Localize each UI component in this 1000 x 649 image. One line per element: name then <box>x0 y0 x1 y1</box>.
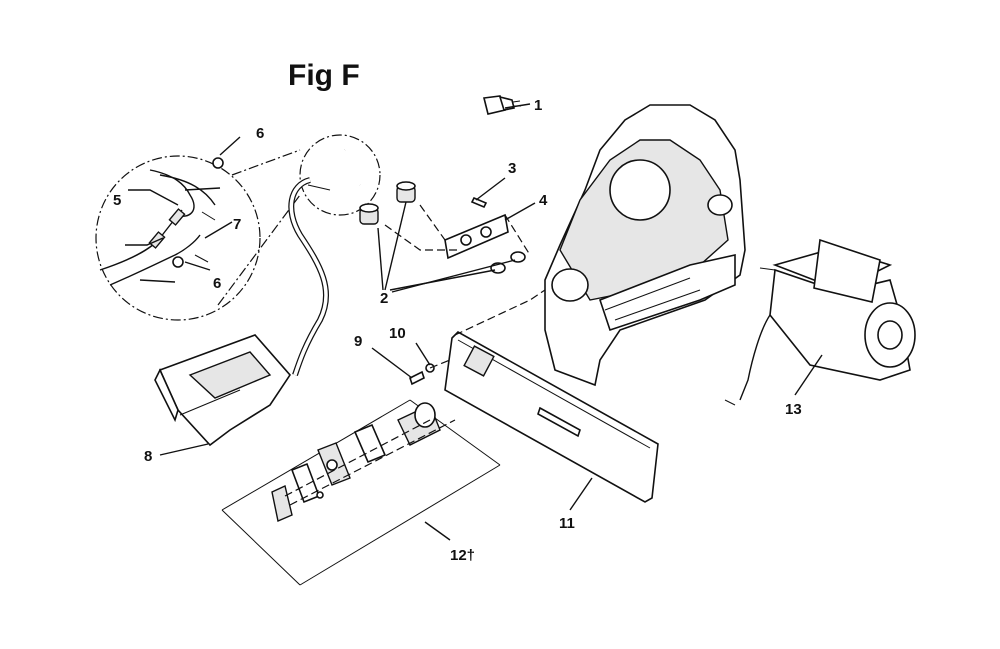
callout-1: 1 <box>534 97 542 114</box>
screw-and-washer <box>409 359 451 386</box>
cord-bracket-plate <box>384 196 531 260</box>
callout-8: 8 <box>144 448 152 465</box>
callout-3: 3 <box>508 160 516 177</box>
callout-6-bottom: 6 <box>213 275 221 292</box>
figure-title: Fig F <box>288 59 360 92</box>
callout-7: 7 <box>233 216 241 233</box>
callout-4: 4 <box>539 192 548 209</box>
callout-10: 10 <box>389 325 406 342</box>
motor-housing-casting <box>544 104 746 387</box>
callout-11: 11 <box>559 515 575 532</box>
strain-relief-bushings <box>359 181 526 274</box>
callout-5: 5 <box>113 192 121 209</box>
callout-12: 12† <box>450 547 475 564</box>
callout-leaders <box>125 103 823 541</box>
callout-13: 13 <box>785 401 802 418</box>
power-cord <box>299 95 521 216</box>
switch-assembly <box>221 399 501 586</box>
callout-2: 2 <box>380 290 388 307</box>
callout-9: 9 <box>354 333 362 350</box>
front-panel-plate <box>444 289 659 503</box>
foot-switch-housing <box>154 334 292 447</box>
foot-switch-cord <box>288 177 331 376</box>
motor <box>724 238 916 406</box>
callout-labels: 1 2 3 4 5 6 6 7 8 9 10 11 12† 13 <box>113 97 802 564</box>
wiring-detail-circle <box>95 149 301 321</box>
callout-6-top: 6 <box>256 125 264 142</box>
